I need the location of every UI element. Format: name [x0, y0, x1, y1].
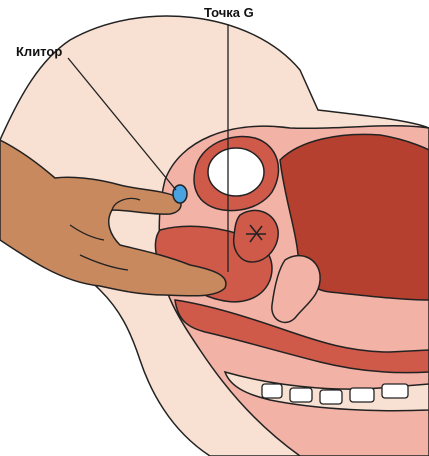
bladder-inner — [207, 147, 265, 197]
rectum — [174, 299, 429, 374]
finger-crease-3 — [79, 254, 129, 271]
hand — [0, 139, 227, 297]
clitoris-label: Клитор — [16, 44, 63, 59]
vertebrae — [261, 383, 409, 405]
uterus — [279, 133, 429, 301]
cervix — [232, 209, 279, 263]
cervix-star — [246, 224, 266, 243]
rectal-wall — [271, 254, 321, 324]
clitoris-leader — [67, 57, 177, 191]
finger-crease-2 — [69, 224, 105, 241]
finger-crease-1 — [111, 197, 141, 211]
clitoris-marker — [172, 184, 188, 204]
g-spot-label: Точка G — [204, 5, 254, 20]
